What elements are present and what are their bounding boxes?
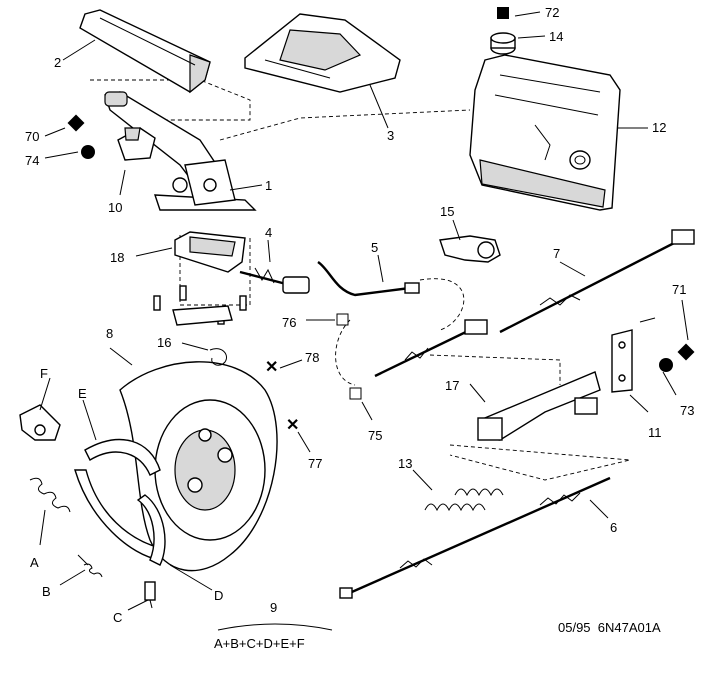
label-76: 76 bbox=[282, 315, 296, 330]
part-B-pin-spring bbox=[77, 554, 103, 578]
filled-circle-74-marker bbox=[81, 145, 95, 159]
filled-square-70-marker bbox=[67, 114, 85, 132]
part-17-equaliser bbox=[477, 371, 601, 441]
label-2: 2 bbox=[54, 55, 61, 70]
label-6: 6 bbox=[610, 520, 617, 535]
label-71: 71 bbox=[672, 282, 686, 297]
label-15: 15 bbox=[440, 204, 454, 219]
part-14-grommet bbox=[490, 32, 516, 55]
kit-formula: A+B+C+D+E+F bbox=[214, 636, 305, 651]
label-A: A bbox=[30, 555, 39, 570]
label-18: 18 bbox=[110, 250, 124, 265]
part-1-handbrake-lever bbox=[104, 91, 257, 211]
part-C-hold-down-pin bbox=[144, 581, 156, 609]
label-14: 14 bbox=[549, 29, 563, 44]
label-70: 70 bbox=[25, 129, 39, 144]
part-5-front-cable bbox=[317, 261, 420, 297]
label-1: 1 bbox=[265, 178, 272, 193]
label-16: 16 bbox=[157, 335, 171, 350]
kit-legend: 9 A+B+C+D+E+F bbox=[214, 600, 333, 651]
part-12-heat-shield bbox=[469, 54, 621, 211]
fastener-pins bbox=[153, 285, 247, 326]
label-B: B bbox=[42, 584, 51, 599]
part-8-backing-plate bbox=[119, 361, 278, 572]
label-10: 10 bbox=[108, 200, 122, 215]
label-4: 4 bbox=[265, 225, 272, 240]
part-E-brake-shoes bbox=[74, 438, 166, 566]
open-square-75-marker bbox=[349, 387, 362, 400]
part-6-long-cable bbox=[339, 476, 611, 599]
part-13-springs bbox=[424, 488, 504, 512]
label-13: 13 bbox=[398, 456, 412, 471]
label-17: 17 bbox=[445, 378, 459, 393]
filled-square-72-marker bbox=[497, 7, 509, 19]
part-7-rear-cable bbox=[499, 229, 695, 334]
label-11: 11 bbox=[648, 425, 662, 440]
part-F-adjuster bbox=[19, 404, 61, 441]
cross-78-marker: ✕ bbox=[265, 359, 278, 376]
label-F: F bbox=[40, 366, 48, 381]
label-74: 74 bbox=[25, 153, 39, 168]
symbol-markers: ✕ ✕ bbox=[67, 7, 695, 434]
open-square-76-marker bbox=[336, 313, 349, 326]
label-E: E bbox=[78, 386, 87, 401]
part-18-boot bbox=[174, 231, 246, 273]
label-D: D bbox=[214, 588, 223, 603]
part-10-bracket bbox=[117, 127, 156, 161]
label-9: 9 bbox=[270, 600, 277, 615]
label-3: 3 bbox=[387, 128, 394, 143]
assembly-guide-lines bbox=[90, 79, 631, 481]
part-3-console-housing bbox=[244, 13, 401, 93]
label-5: 5 bbox=[371, 240, 378, 255]
label-12: 12 bbox=[652, 120, 666, 135]
drawing-reference-code: 05/95 6N47A01A bbox=[558, 620, 661, 635]
label-C: C bbox=[113, 610, 122, 625]
part-A-spring bbox=[29, 477, 71, 513]
part-11-bracket bbox=[611, 317, 656, 393]
part-labels: 2 3 1 4 5 15 7 12 72 14 10 70 74 18 8 16… bbox=[25, 5, 694, 625]
filled-square-71-marker bbox=[677, 343, 695, 361]
part-15-cable-clip bbox=[439, 235, 501, 263]
rear-cable-left bbox=[374, 319, 488, 378]
label-75: 75 bbox=[368, 428, 382, 443]
part-2-lever-cover bbox=[79, 9, 211, 94]
label-8: 8 bbox=[106, 326, 113, 341]
label-78: 78 bbox=[305, 350, 319, 365]
part-16-retaining-clip bbox=[209, 348, 227, 366]
label-77: 77 bbox=[308, 456, 322, 471]
filled-circle-73-marker bbox=[659, 358, 673, 372]
leader-lines bbox=[39, 11, 689, 611]
cross-77-marker: ✕ bbox=[286, 417, 299, 434]
part-4-adjuster-rod bbox=[239, 267, 310, 294]
label-7: 7 bbox=[553, 246, 560, 261]
label-72: 72 bbox=[545, 5, 559, 20]
label-73: 73 bbox=[680, 403, 694, 418]
